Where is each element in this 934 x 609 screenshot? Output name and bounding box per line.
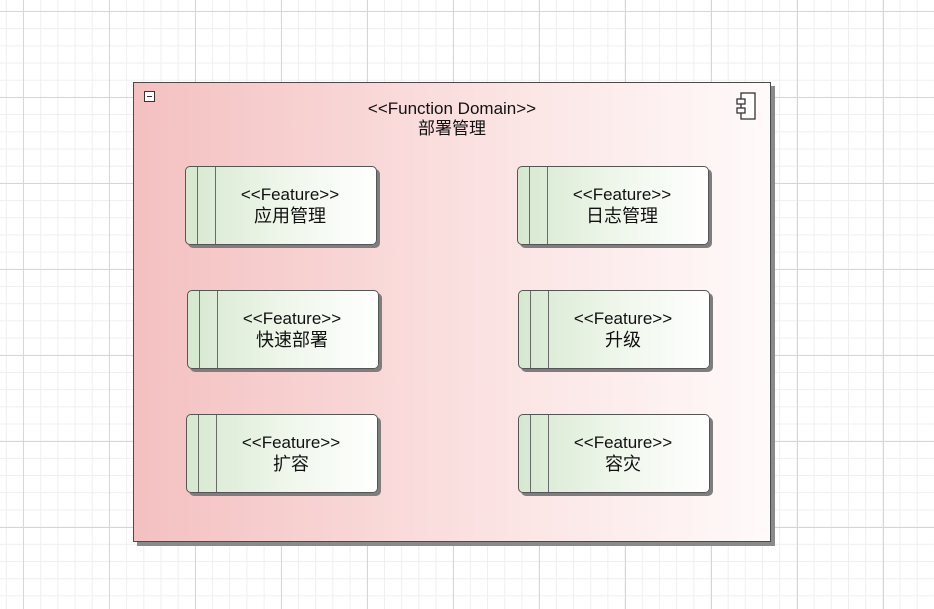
domain-stereotype: <<Function Domain>>	[367, 99, 537, 118]
feature-bar	[215, 167, 216, 244]
feature-bar	[529, 167, 530, 244]
feature-label: <<Feature>> 容灾	[537, 432, 709, 476]
feature-stereotype: <<Feature>>	[240, 185, 340, 204]
feature-stereotype: <<Feature>>	[572, 185, 672, 204]
feature-bar	[198, 415, 199, 492]
feature-bar	[199, 291, 200, 368]
feature-label: <<Feature>> 升级	[537, 308, 709, 352]
domain-name: 部署管理	[418, 119, 486, 139]
feature-stereotype: <<Feature>>	[241, 433, 341, 452]
feature-bar	[530, 415, 531, 492]
feature-box[interactable]: <<Feature>> 升级	[518, 290, 710, 369]
feature-bar	[547, 167, 548, 244]
function-domain-package[interactable]: <<Function Domain>> 部署管理 <<Feature>> 应用管…	[133, 82, 771, 542]
feature-name: 扩容	[273, 454, 309, 475]
feature-bar	[217, 291, 218, 368]
feature-stereotype: <<Feature>>	[242, 309, 342, 328]
feature-label: <<Feature>> 应用管理	[204, 184, 376, 228]
feature-box[interactable]: <<Feature>> 应用管理	[185, 166, 377, 245]
component-icon	[736, 92, 756, 120]
feature-bar	[548, 415, 549, 492]
feature-box[interactable]: <<Feature>> 日志管理	[517, 166, 709, 245]
feature-box[interactable]: <<Feature>> 扩容	[186, 414, 378, 493]
feature-bar	[548, 291, 549, 368]
feature-box[interactable]: <<Feature>> 快速部署	[187, 290, 379, 369]
feature-bar	[197, 167, 198, 244]
collapse-icon[interactable]	[144, 91, 155, 102]
feature-label: <<Feature>> 快速部署	[206, 308, 378, 352]
feature-bar	[216, 415, 217, 492]
feature-label: <<Feature>> 扩容	[205, 432, 377, 476]
feature-name: 日志管理	[586, 206, 658, 227]
feature-stereotype: <<Feature>>	[573, 433, 673, 452]
feature-name: 快速部署	[256, 330, 328, 351]
feature-stereotype: <<Feature>>	[573, 309, 673, 328]
feature-name: 升级	[605, 330, 641, 351]
feature-name: 容灾	[605, 454, 641, 475]
feature-bar	[530, 291, 531, 368]
domain-header: <<Function Domain>> 部署管理	[134, 99, 770, 139]
feature-label: <<Feature>> 日志管理	[536, 184, 708, 228]
feature-box[interactable]: <<Feature>> 容灾	[518, 414, 710, 493]
feature-name: 应用管理	[254, 206, 326, 227]
